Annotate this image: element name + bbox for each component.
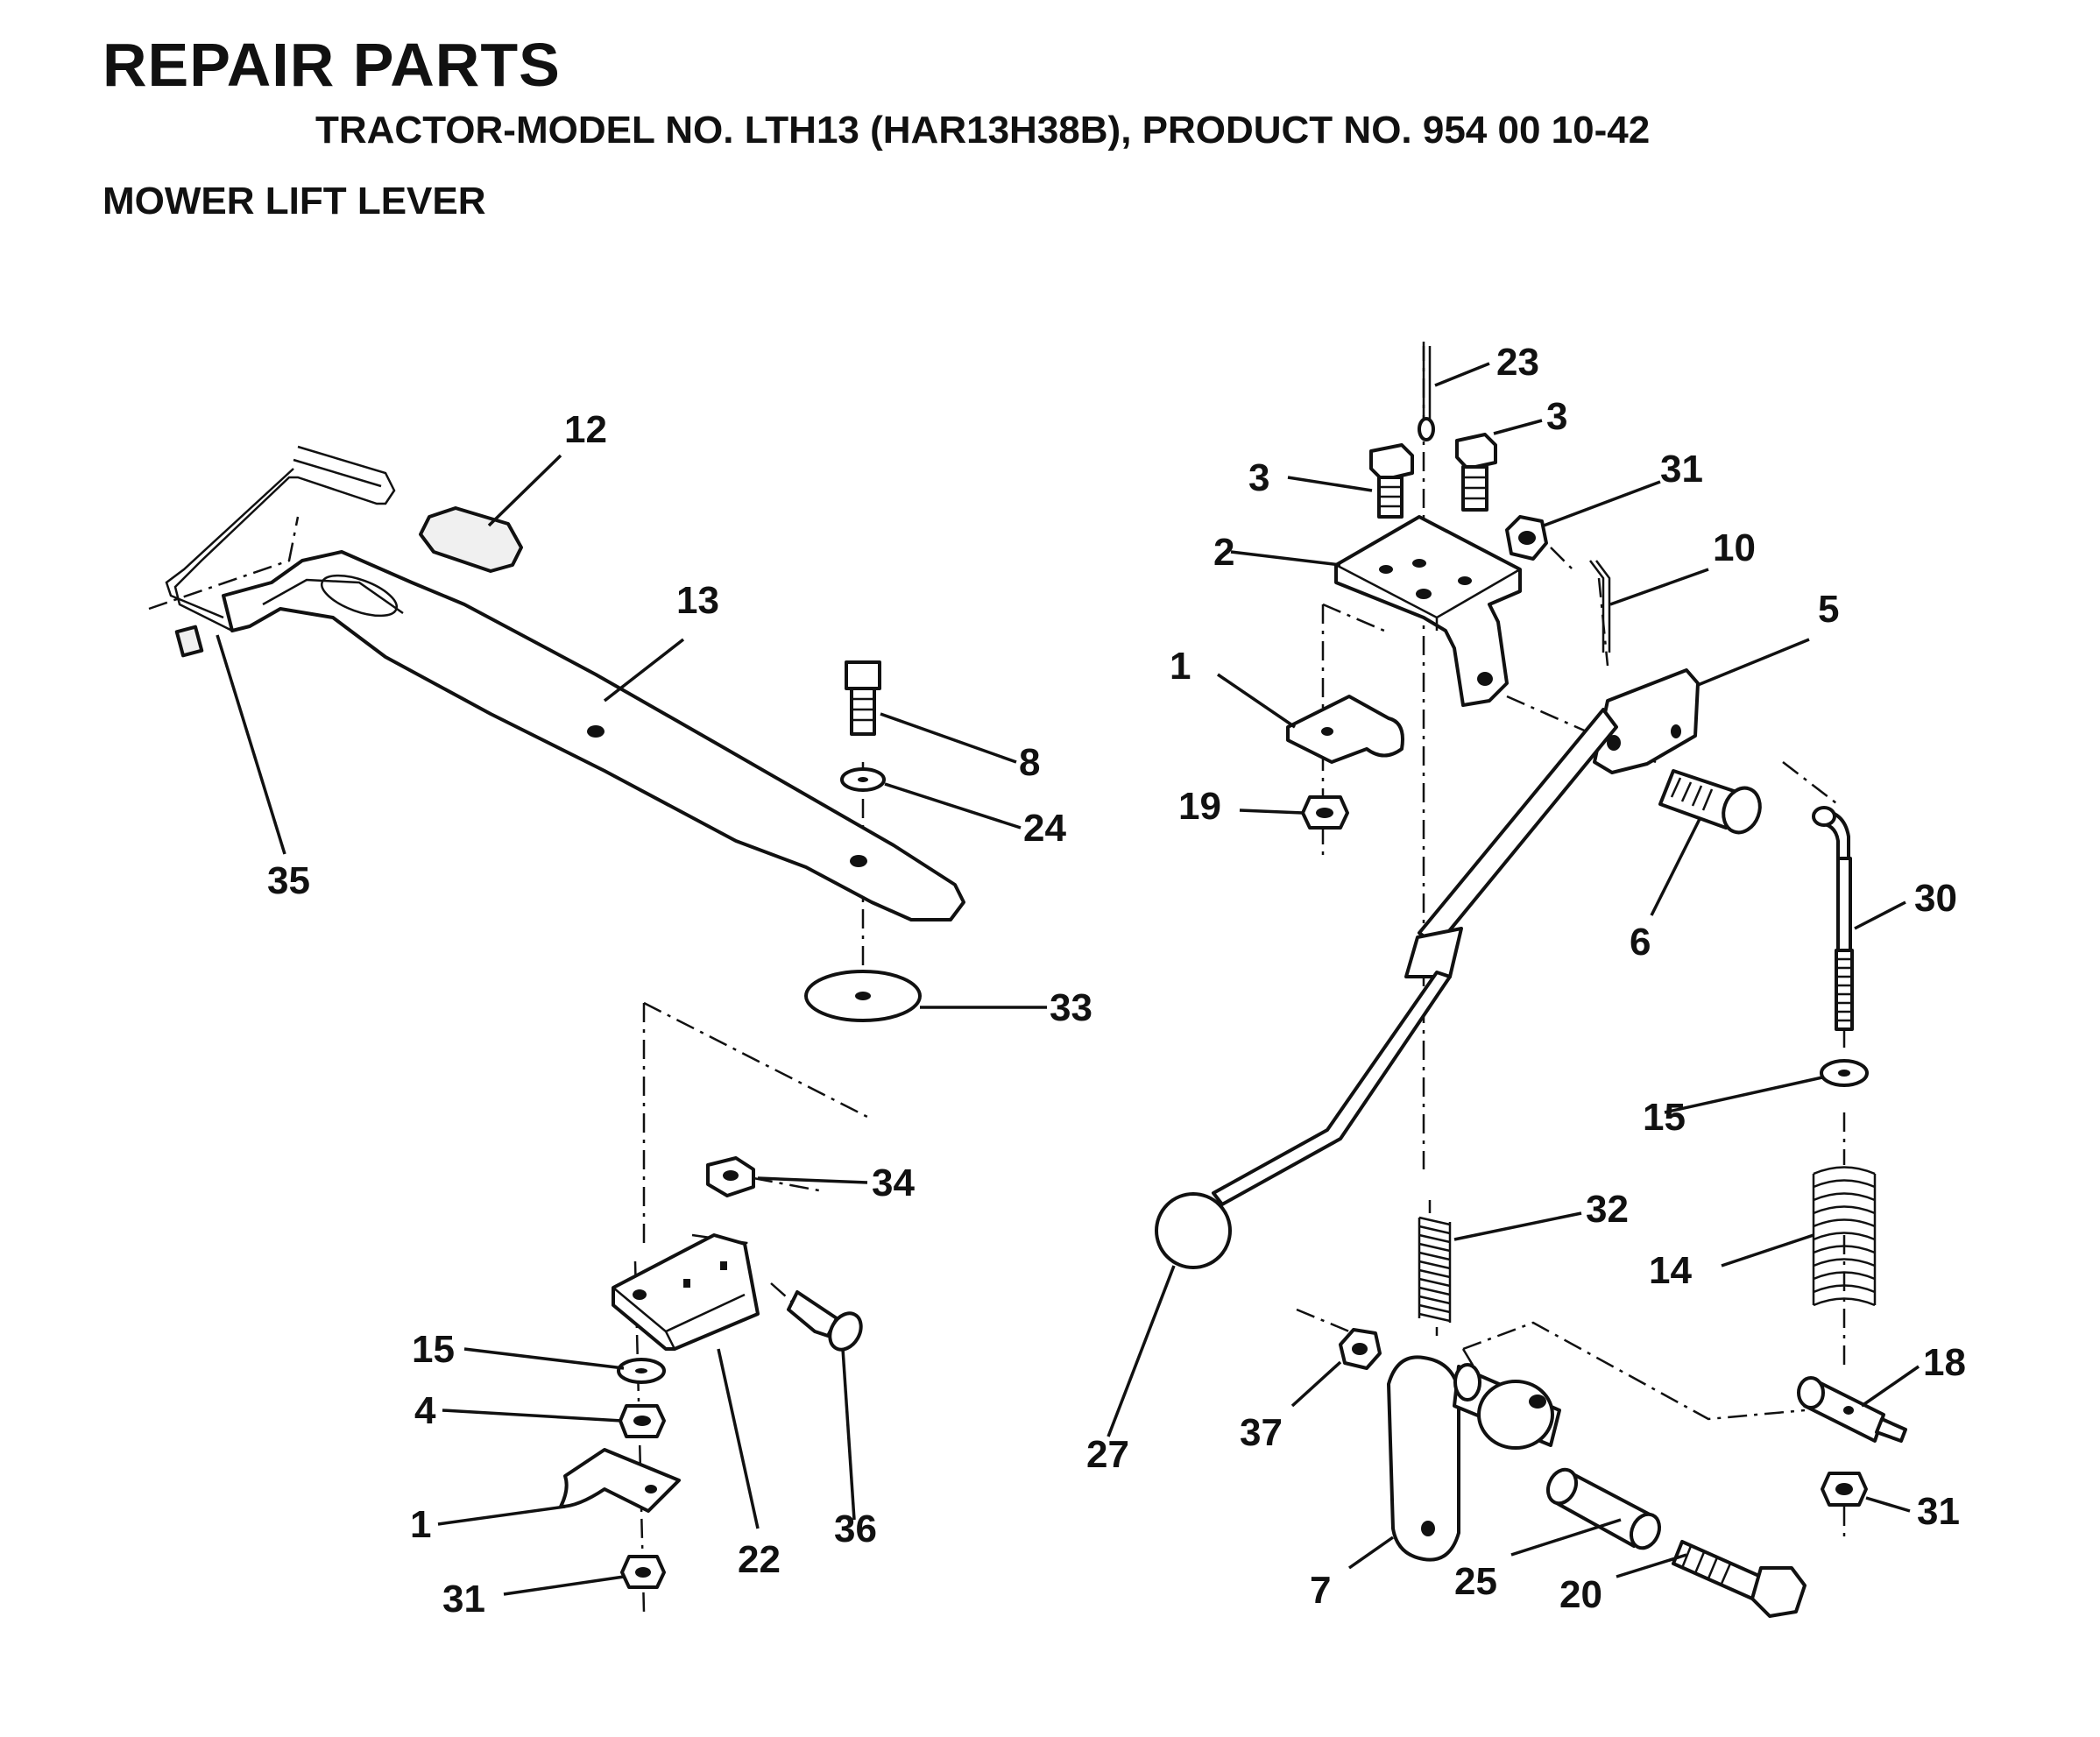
callout-18: 18	[1923, 1341, 1966, 1384]
callout-31-left: 31	[442, 1578, 485, 1620]
callout-37: 37	[1240, 1411, 1283, 1454]
part-37-nut	[1339, 1328, 1382, 1370]
callout-31-lower: 31	[1917, 1490, 1960, 1533]
part-8-bolt	[845, 660, 881, 736]
callout-36: 36	[834, 1508, 877, 1550]
callout-34: 34	[872, 1162, 915, 1204]
callout-31-upper: 31	[1660, 448, 1703, 491]
callout-30: 30	[1914, 877, 1957, 920]
part-18-pivot-pin	[1797, 1376, 1907, 1443]
part-3-bolt-left	[1369, 443, 1414, 519]
part-34-nut	[706, 1156, 755, 1197]
part-4-nut	[619, 1404, 666, 1438]
callout-5: 5	[1818, 588, 1839, 631]
part-5-lift-lever	[1212, 668, 1700, 1206]
callout-8: 8	[1019, 741, 1040, 784]
callout-2: 2	[1213, 531, 1234, 574]
part-33-large-washer	[804, 970, 922, 1022]
part-31-nut-left	[620, 1555, 666, 1589]
model-subtitle: TRACTOR-MODEL NO. LTH13 (HAR13H38B), PRO…	[315, 109, 1651, 152]
part-20-bolt	[1672, 1540, 1807, 1618]
part-1-clip-left	[559, 1448, 681, 1513]
part-23-cotter-pin	[1418, 346, 1435, 441]
part-22-bracket	[612, 1233, 760, 1351]
callout-1-left: 1	[410, 1503, 431, 1546]
leader-lines	[216, 362, 1920, 1596]
callout-13: 13	[676, 579, 719, 622]
section-title: MOWER LIFT LEVER	[103, 180, 486, 222]
part-3-bolt-right	[1455, 433, 1497, 512]
callout-4: 4	[414, 1389, 436, 1432]
part-30-rod	[1812, 806, 1854, 1031]
part-19-nut	[1301, 795, 1349, 830]
part-31-nut-upper	[1505, 515, 1548, 561]
callout-35: 35	[267, 859, 310, 902]
callout-15-right: 15	[1643, 1096, 1686, 1139]
callout-33: 33	[1050, 986, 1092, 1029]
part-2-bracket	[1334, 515, 1522, 707]
callout-25: 25	[1454, 1560, 1497, 1603]
part-1-clip-right	[1286, 695, 1404, 764]
callout-32: 32	[1586, 1188, 1629, 1231]
callout-labels: 12 13 35 8 24 33 34 15 4 1 31 22 36 23 3…	[267, 341, 1966, 1620]
part-32-spring	[1418, 1200, 1452, 1336]
part-35-wire-handle	[165, 445, 396, 658]
callout-20: 20	[1559, 1573, 1602, 1616]
part-10-cotter-pin	[1589, 560, 1611, 653]
part-13-lift-bar	[222, 550, 965, 921]
callout-1-right: 1	[1170, 645, 1191, 688]
part-25-spacer	[1545, 1467, 1662, 1550]
part-6-shoulder-bolt	[1658, 769, 1762, 835]
part-7-lift-arm	[1387, 1355, 1561, 1562]
right-centerlines	[1296, 342, 1846, 1542]
part-14-spring	[1812, 1166, 1877, 1307]
callout-24: 24	[1023, 807, 1066, 850]
part-12-grip	[419, 506, 523, 573]
callout-7: 7	[1310, 1569, 1331, 1612]
callout-22: 22	[738, 1538, 781, 1581]
callout-3-left: 3	[1248, 456, 1269, 499]
callout-6: 6	[1630, 921, 1651, 964]
callout-23: 23	[1496, 341, 1539, 384]
part-31-nut-lower	[1821, 1472, 1868, 1507]
callout-12: 12	[564, 408, 607, 451]
part-27-knob	[1155, 1192, 1232, 1269]
callout-15-left: 15	[412, 1328, 455, 1371]
callout-3-right: 3	[1546, 395, 1567, 438]
callout-14: 14	[1649, 1249, 1692, 1292]
callout-19: 19	[1178, 785, 1221, 828]
callout-10: 10	[1713, 526, 1756, 569]
callout-27: 27	[1086, 1433, 1129, 1476]
page-title: REPAIR PARTS	[103, 31, 561, 99]
part-36-carriage-bolt	[787, 1290, 863, 1352]
